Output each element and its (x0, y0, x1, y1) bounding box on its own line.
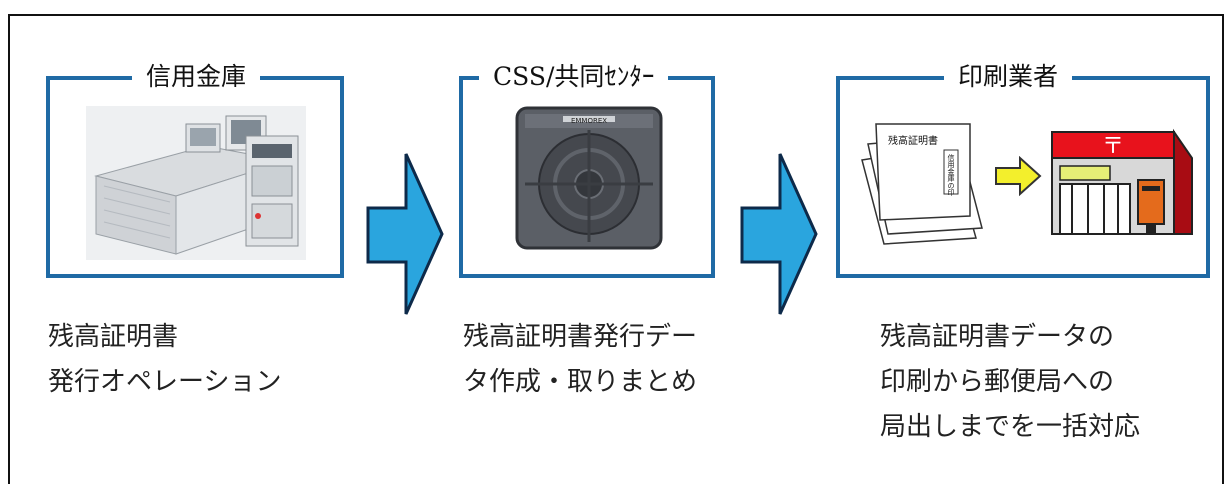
document-stamp: 信用金庫の印 (947, 153, 955, 197)
caption-line: 残高証明書データの (880, 322, 1115, 352)
stage-title-bank: 信用金庫 (132, 60, 261, 94)
stage-caption-bank: 残高証明書 発行オペレーション (48, 315, 281, 405)
stage-title-css: CSS/共同ｾﾝﾀｰ (479, 60, 669, 94)
caption-line: 残高証明書 (48, 322, 179, 352)
caption-line: 印刷から郵便局への (880, 367, 1115, 397)
stage-box-css: CSS/共同ｾﾝﾀｰ EMMOREX (459, 60, 715, 278)
stage-caption-css: 残高証明書発行デー タ作成・取りまとめ (463, 315, 697, 405)
post-mark-symbol: 〒 (1102, 134, 1124, 159)
caption-line: 局出しまでを一括対応 (880, 412, 1141, 442)
stage-caption-printer: 残高証明書データの 印刷から郵便局への 局出しまでを一括対応 (880, 315, 1140, 450)
flow-arrow-1 (366, 153, 444, 315)
caption-line: 残高証明書発行デー (463, 322, 698, 352)
stage-box-printer: 印刷業者 残高証明書 信用金庫の印 〒 (836, 60, 1210, 278)
yellow-arrow-icon (995, 156, 1042, 196)
tape-brand-label: EMMOREX (571, 117, 607, 125)
certificate-document-icon: 残高証明書 信用金庫の印 (861, 123, 983, 245)
flow-arrow-2 (740, 153, 818, 315)
caption-line: タ作成・取りまとめ (463, 367, 698, 397)
bank-terminal-desk-illustration (86, 106, 306, 260)
caption-line: 発行オペレーション (48, 367, 282, 397)
document-title: 残高証明書 (888, 134, 938, 147)
post-office-icon: 〒 (1051, 128, 1193, 235)
stage-box-bank: 信用金庫 (46, 60, 344, 278)
diagram-frame (8, 14, 1224, 484)
stage-title-printer: 印刷業者 (944, 60, 1073, 94)
tape-cartridge-icon: EMMOREX (515, 106, 663, 250)
